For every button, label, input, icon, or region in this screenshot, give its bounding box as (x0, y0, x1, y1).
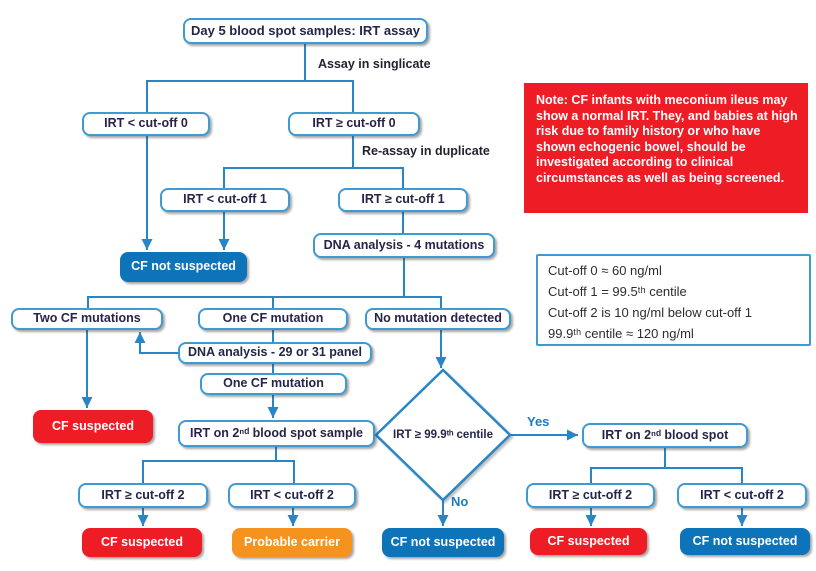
node-irt-lt-cutoff1: IRT < cut-off 1 (160, 188, 290, 212)
cutoff-line-2: Cut-off 2 is 10 ng/ml below cut-off 1 (548, 305, 753, 320)
node-one-cf-mutation-2: One CF mutation (200, 373, 347, 395)
node-one-cf-mutation: One CF mutation (198, 308, 348, 330)
node-day5-blood-spot: Day 5 blood spot samples: IRT assay (183, 18, 428, 44)
label-no: No (451, 494, 469, 509)
node-irt-lt-cutoff2-left: IRT < cut-off 2 (228, 483, 356, 508)
node-dna-analysis-29-31-panel: DNA analysis - 29 or 31 panel (178, 342, 372, 364)
decision-diamond (374, 368, 512, 502)
cutoff-line-1: Cut-off 1 = 99.5ᵗʰ centile (548, 284, 687, 299)
node-irt-lt-cutoff2-right: IRT < cut-off 2 (677, 483, 807, 508)
node-cf-not-suspected-bottom-right: CF not suspected (680, 528, 810, 555)
node-irt-ge-cutoff0: IRT ≥ cut-off 0 (288, 112, 420, 136)
node-dna-analysis-4-mutations: DNA analysis - 4 mutations (313, 233, 495, 258)
edge-panel-twomut (134, 332, 180, 354)
node-irt-lt-cutoff0: IRT < cut-off 0 (82, 112, 210, 136)
edge-split-mutations (87, 296, 442, 308)
cutoff-line-3: 99.9ᵗʰ centile ≈ 120 ng/ml (548, 326, 694, 341)
node-cf-not-suspected-mid: CF not suspected (120, 252, 247, 282)
label-yes: Yes (527, 414, 550, 429)
decision-irt-99-9-centile: IRT ≥ 99.9ᵗʰ centile (393, 429, 493, 441)
edge-split-cutoff0 (146, 80, 354, 112)
node-cf-suspected-bottom-right: CF suspected (530, 528, 647, 555)
label-reassay-in-duplicate: Re-assay in duplicate (362, 144, 490, 158)
cutoff-line-0: Cut-off 0 ≈ 60 ng/ml (548, 263, 662, 278)
node-irt-ge-cutoff2-left: IRT ≥ cut-off 2 (78, 483, 208, 508)
node-irt-ge-cutoff2-right: IRT ≥ cut-off 2 (526, 483, 655, 508)
edge-split-cutoff2-left (142, 460, 295, 483)
node-cf-suspected-left: CF suspected (33, 410, 153, 443)
node-no-mutation-detected: No mutation detected (365, 308, 511, 330)
node-cf-not-suspected-bottom-mid: CF not suspected (382, 528, 504, 557)
node-two-cf-mutations: Two CF mutations (11, 308, 163, 330)
node-irt-ge-cutoff1: IRT ≥ cut-off 1 (338, 188, 468, 212)
node-cf-suspected-bottom-left: CF suspected (82, 528, 202, 557)
edge-split-cutoff1 (223, 167, 404, 188)
cutoff-legend-box: Cut-off 0 ≈ 60 ng/ml Cut-off 1 = 99.5ᵗʰ … (536, 254, 811, 346)
node-irt-2nd-blood-spot-sample: IRT on 2ⁿᵈ blood spot sample (178, 420, 375, 447)
edge-split-cutoff2-right (590, 467, 743, 483)
label-assay-in-singlicate: Assay in singlicate (318, 57, 431, 71)
node-irt-2nd-blood-spot: IRT on 2ⁿᵈ blood spot (582, 423, 748, 448)
note-box: Note: CF infants with meconium ileus may… (524, 83, 808, 213)
node-probable-carrier: Probable carrier (232, 528, 352, 557)
